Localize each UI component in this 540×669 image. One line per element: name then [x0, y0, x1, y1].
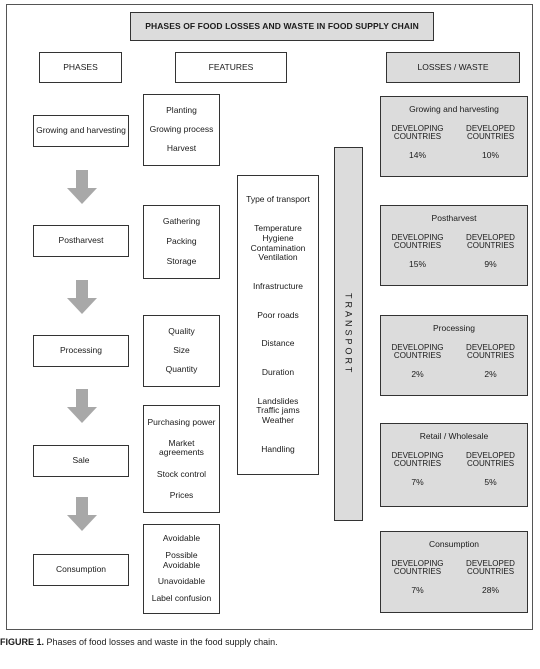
loss-retail-wholesale: Retail / Wholesale DEVELOPING COUNTRIES … — [380, 423, 528, 507]
transport-label: TRANSPORT — [343, 292, 354, 376]
phase-postharvest: Postharvest — [33, 225, 129, 257]
losses-header: LOSSES / WASTE — [386, 52, 520, 83]
developed-value: 2% — [484, 368, 497, 379]
feature-item: Market agreements — [159, 437, 204, 458]
caption-text: Phases of food losses and waste in the f… — [44, 637, 278, 647]
loss-title: Postharvest — [431, 213, 477, 223]
feature-item: Unavoidable — [157, 576, 206, 587]
feature-item: Size — [173, 345, 190, 356]
features-postharvest: Gathering Packing Storage — [143, 205, 220, 279]
transport-feature-item: Temperature Hygiene Contamination Ventil… — [250, 223, 306, 263]
down-arrow-icon — [67, 389, 97, 423]
loss-processing: Processing DEVELOPING COUNTRIES 2% DEVEL… — [380, 315, 528, 396]
features-header: FEATURES — [175, 52, 287, 83]
developing-label: DEVELOPING COUNTRIES — [391, 123, 444, 142]
feature-item: Possible Avoidable — [162, 549, 201, 570]
feature-item: Growing process — [149, 124, 214, 135]
loss-title: Growing and harvesting — [409, 104, 499, 114]
transport-feature-item: Duration — [261, 366, 295, 377]
phase-sale: Sale — [33, 445, 129, 477]
feature-item: Label confusion — [151, 592, 212, 603]
feature-item: Harvest — [166, 143, 197, 154]
transport-feature-item: Poor roads — [257, 309, 299, 320]
loss-title: Consumption — [428, 539, 480, 549]
feature-item: Quality — [168, 325, 195, 336]
down-arrow-icon — [67, 280, 97, 314]
features-growing: Planting Growing process Harvest — [143, 94, 220, 166]
feature-item: Prices — [169, 489, 194, 500]
caption-prefix: FIGURE 1. — [0, 637, 45, 647]
developing-value: 7% — [411, 476, 424, 487]
developing-label: DEVELOPING COUNTRIES — [391, 450, 444, 469]
features-processing: Quality Size Quantity — [143, 315, 220, 387]
loss-title: Retail / Wholesale — [419, 431, 489, 441]
feature-item: Gathering — [162, 216, 201, 227]
transport-feature-item: Type of transport — [246, 194, 310, 205]
feature-item: Planting — [166, 104, 197, 115]
developed-value: 28% — [481, 584, 499, 595]
developed-label: DEVELOPED COUNTRIES — [466, 342, 515, 361]
down-arrow-icon — [67, 170, 97, 204]
transport-features: Type of transport Temperature Hygiene Co… — [237, 175, 319, 475]
developed-label: DEVELOPED COUNTRIES — [466, 558, 515, 577]
loss-consumption: Consumption DEVELOPING COUNTRIES 7% DEVE… — [380, 531, 528, 613]
developing-label: DEVELOPING COUNTRIES — [391, 232, 444, 251]
developed-value: 10% — [481, 149, 499, 160]
features-consumption: Avoidable Possible Avoidable Unavoidable… — [143, 524, 220, 614]
transport-feature-item: Handling — [261, 443, 295, 454]
developed-value: 5% — [484, 476, 497, 487]
feature-item: Quantity — [165, 364, 198, 375]
phase-consumption: Consumption — [33, 554, 129, 586]
developing-value: 7% — [411, 584, 424, 595]
developed-label: DEVELOPED COUNTRIES — [466, 232, 515, 251]
transport-feature-item: Landslides Traffic jams Weather — [256, 395, 300, 426]
loss-growing-harvesting: Growing and harvesting DEVELOPING COUNTR… — [380, 96, 528, 177]
developing-label: DEVELOPING COUNTRIES — [391, 342, 444, 361]
developing-value: 15% — [408, 258, 426, 269]
phases-header: PHASES — [39, 52, 122, 83]
feature-item: Purchasing power — [147, 416, 216, 427]
features-sale: Purchasing power Market agreements Stock… — [143, 405, 220, 513]
feature-item: Packing — [166, 236, 197, 247]
developing-value: 14% — [408, 149, 426, 160]
phase-processing: Processing — [33, 335, 129, 367]
phase-growing-harvesting: Growing and harvesting — [33, 115, 129, 147]
diagram-title: PHASES OF FOOD LOSSES AND WASTE IN FOOD … — [130, 12, 434, 41]
feature-item: Storage — [166, 256, 197, 267]
developing-value: 2% — [411, 368, 424, 379]
transport-feature-item: Distance — [261, 338, 295, 349]
down-arrow-icon — [67, 497, 97, 531]
developing-label: DEVELOPING COUNTRIES — [391, 558, 444, 577]
feature-item: Stock control — [156, 468, 207, 479]
feature-item: Avoidable — [162, 533, 201, 544]
loss-title: Processing — [432, 323, 476, 333]
transport-bar: TRANSPORT — [334, 147, 363, 521]
developed-label: DEVELOPED COUNTRIES — [466, 123, 515, 142]
developed-value: 9% — [484, 258, 497, 269]
transport-feature-item: Infrastructure — [252, 281, 304, 292]
figure-caption: FIGURE 1. Phases of food losses and wast… — [0, 637, 278, 647]
loss-postharvest: Postharvest DEVELOPING COUNTRIES 15% DEV… — [380, 205, 528, 286]
developed-label: DEVELOPED COUNTRIES — [466, 450, 515, 469]
